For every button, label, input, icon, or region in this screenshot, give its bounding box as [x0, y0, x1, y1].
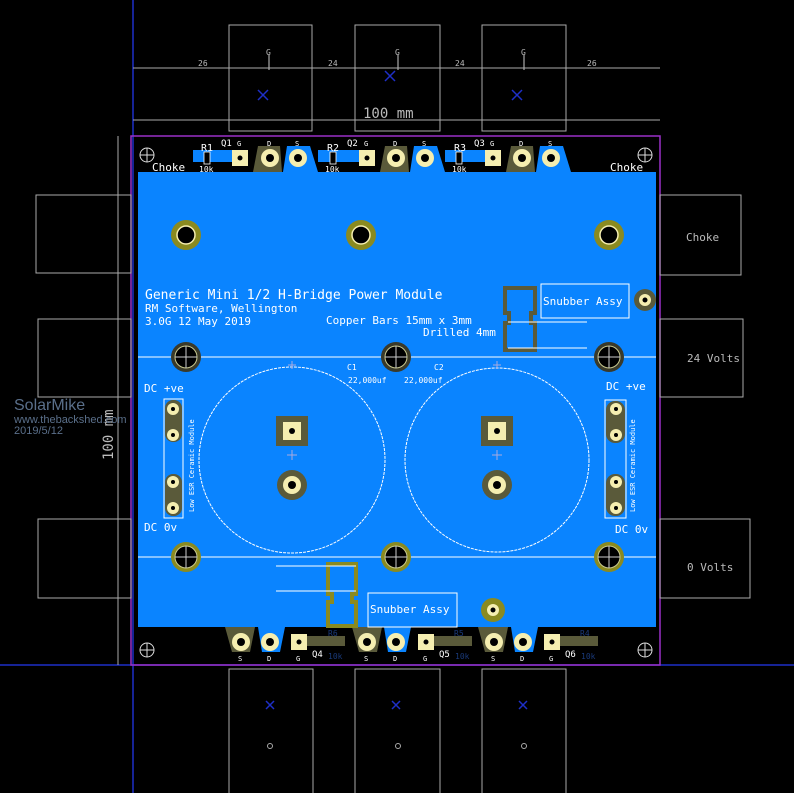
dimension-label: 26 — [198, 59, 208, 68]
width-dimension-label: 100 mm — [363, 106, 414, 122]
package-center-marks-bottom — [265, 700, 528, 710]
copper-bars-note: Copper Bars 15mm x 3mm — [326, 314, 472, 327]
dc-positive-label: DC +ve — [144, 382, 184, 395]
svg-text:G: G — [296, 655, 300, 663]
snubber-label: Snubber Assy — [543, 295, 623, 308]
transistor-ref: Q3 — [474, 139, 485, 149]
height-dimension-label: 100 mm — [101, 409, 117, 460]
capacitor-ref: C1 — [347, 363, 357, 372]
ceramic-module-right[interactable] — [604, 399, 627, 519]
board-company: RM Software, Wellington — [145, 302, 297, 315]
transistor-ref: Q2 — [347, 139, 358, 149]
package-outline-q3 — [481, 24, 567, 132]
resistor-value: 10k — [199, 165, 214, 174]
svg-text:S: S — [548, 140, 552, 148]
dc-0v-label: DC 0v — [615, 523, 648, 536]
ceramic-module-left[interactable] — [163, 398, 184, 519]
ceramic-module-label: Low ESR Ceramic Module — [188, 419, 196, 512]
svg-text:10k: 10k — [581, 652, 596, 661]
svg-text:G: G — [423, 655, 427, 663]
resistor-ref: R2 — [327, 143, 339, 154]
drilled-note: Drilled 4mm — [423, 326, 496, 339]
dc-positive-label: DC +ve — [606, 380, 646, 393]
watermark-date: 2019/5/12 — [14, 425, 63, 438]
svg-text:D: D — [267, 140, 271, 148]
package-center-marks — [257, 70, 523, 101]
choke-label: Choke — [686, 231, 719, 244]
top-pads[interactable] — [203, 149, 560, 167]
svg-text:D: D — [393, 140, 397, 148]
dimension-label: 24 — [455, 59, 465, 68]
svg-text:10k: 10k — [455, 652, 470, 661]
svg-text:D: D — [520, 655, 524, 663]
resistor-ref: R1 — [201, 143, 213, 154]
snubber-bottom[interactable] — [276, 562, 505, 628]
svg-text:G: G — [237, 140, 241, 148]
resistor-value: 10k — [325, 165, 340, 174]
snubber-top[interactable] — [503, 283, 656, 352]
svg-text:D: D — [519, 140, 523, 148]
capacitor-c2[interactable] — [404, 361, 590, 553]
svg-text:G: G — [364, 140, 368, 148]
watermark: SolarMike www.thebackshed.com 2019/5/12 — [14, 397, 127, 438]
svg-text:S: S — [364, 655, 368, 663]
dimension-label: 24 — [328, 59, 338, 68]
external-outlines — [35, 194, 751, 793]
svg-text:R6: R6 — [328, 629, 338, 638]
svg-text:S: S — [295, 140, 299, 148]
capacitor-c1[interactable] — [198, 361, 386, 554]
svg-text:S: S — [491, 655, 495, 663]
svg-text:S: S — [238, 655, 242, 663]
snubber-label: Snubber Assy — [370, 603, 450, 616]
24-volts-label: 24 Volts — [687, 352, 740, 365]
board-version: 3.0G 12 May 2019 — [145, 315, 251, 328]
capacitor-value: 22,000uf — [348, 376, 387, 385]
bottom-pads[interactable] — [232, 633, 560, 651]
transistor-ref: Q5 — [439, 650, 450, 660]
package-outline-q1 — [228, 24, 313, 132]
capacitor-value: 22,000uf — [404, 376, 443, 385]
dc-0v-label: DC 0v — [144, 521, 177, 534]
capacitor-ref: C2 — [434, 363, 444, 372]
svg-text:R5: R5 — [454, 629, 464, 638]
0-volts-label: 0 Volts — [687, 561, 733, 574]
dimension-label: 26 — [587, 59, 597, 68]
svg-text:G: G — [490, 140, 494, 148]
top-packages — [228, 24, 567, 132]
board-outline — [130, 135, 661, 666]
transistor-ref: Q1 — [221, 139, 232, 149]
pin-label: G — [266, 48, 271, 57]
transistor-ref: Q4 — [312, 650, 323, 660]
pin-label: G — [395, 48, 400, 57]
ceramic-module-label: Low ESR Ceramic Module — [629, 419, 637, 512]
svg-text:D: D — [393, 655, 397, 663]
bottom-resistor-labels: R6 R5 R4 10k 10k 10k — [328, 629, 596, 661]
svg-text:G: G — [549, 655, 553, 663]
pin-label: G — [521, 48, 526, 57]
svg-text:D: D — [267, 655, 271, 663]
bottom-pin-marks — [267, 743, 527, 749]
resistor-value: 10k — [452, 165, 467, 174]
choke-label-left: Choke — [152, 161, 185, 174]
transistor-ref: Q6 — [565, 650, 576, 660]
watermark-name: SolarMike — [14, 397, 86, 414]
resistor-ref: R3 — [454, 143, 466, 154]
watermark-site: www.thebackshed.com — [14, 413, 127, 426]
svg-text:S: S — [422, 140, 426, 148]
mounting-holes[interactable] — [171, 220, 624, 572]
board-title: Generic Mini 1/2 H-Bridge Power Module — [145, 288, 443, 303]
svg-text:10k: 10k — [328, 652, 343, 661]
corner-crosshair-icon — [139, 147, 653, 658]
choke-label-right: Choke — [610, 161, 643, 174]
package-outline-q2 — [354, 24, 441, 132]
svg-text:R4: R4 — [580, 629, 590, 638]
